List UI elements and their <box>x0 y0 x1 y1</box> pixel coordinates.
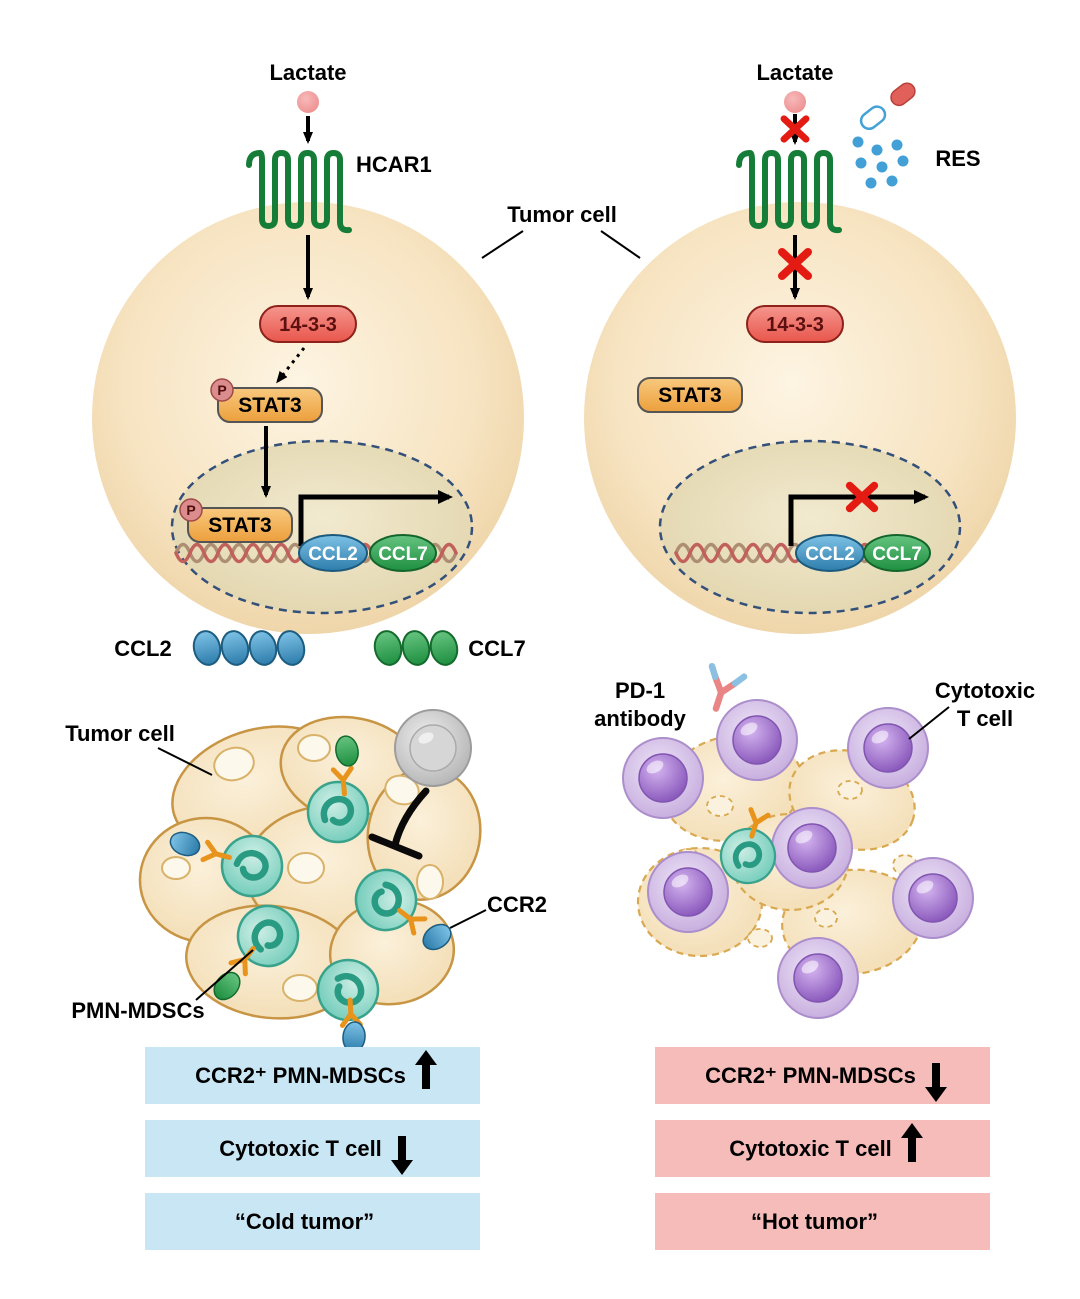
pointer-line <box>600 230 641 259</box>
ccl2-gene-label-right: CCL2 <box>805 544 855 565</box>
lactate-label-left: Lactate <box>269 60 346 85</box>
nucleus-right <box>658 439 962 615</box>
ccr2-label: CCR2 <box>487 892 547 917</box>
trend-arrow <box>421 1062 430 1089</box>
cytotoxic-t-cell <box>847 707 929 789</box>
summary-box-hot-row2: Cytotoxic T cell <box>655 1120 990 1177</box>
pointer-line <box>449 909 487 929</box>
summary-label: Cytotoxic T cell <box>219 1135 382 1161</box>
res-label: RES <box>935 146 980 171</box>
adapter-label-right: 14-3-3 <box>766 314 824 336</box>
pd1-antibody-label-line2: antibody <box>594 706 686 731</box>
stat3-pill-cytoplasm <box>217 387 323 423</box>
secreted-ccl2-molecules <box>192 630 306 666</box>
ccl7-gene-label-right: CCL7 <box>872 544 922 565</box>
hcar1-label: HCAR1 <box>356 152 432 177</box>
transcription-arrow-right <box>788 490 929 546</box>
ccl2-gene-label-left: CCL2 <box>308 544 358 565</box>
adapter-label-left: 14-3-3 <box>279 314 337 336</box>
pd1-antibody-label-line1: PD-1 <box>615 678 665 703</box>
pmn-mdsc-cell <box>308 782 368 842</box>
pmn-mdscs-label: PMN-MDSCs <box>71 998 204 1023</box>
phospho-label: P <box>217 382 226 398</box>
lactate-molecule-icon <box>297 91 319 113</box>
adapter-14-3-3-pill-right <box>746 305 844 343</box>
summary-box-cold-row2: Cytotoxic T cell <box>145 1120 480 1177</box>
cytotoxic-t-cell <box>892 857 974 939</box>
stat3-pill-inactive <box>637 377 743 413</box>
tumor-cell-top-label: Tumor cell <box>507 202 617 227</box>
summary-label: “Hot tumor” <box>750 1208 879 1234</box>
stat3-label-inactive: STAT3 <box>658 384 721 407</box>
summary-label: CCR2⁺ PMN-MDSCs <box>705 1062 916 1088</box>
phospho-icon <box>179 498 203 522</box>
ccl7-secreted-label: CCL7 <box>468 636 525 661</box>
cytotoxic-t-cell <box>777 937 859 1019</box>
summary-label: CCR2⁺ PMN-MDSCs <box>195 1062 406 1088</box>
cytotoxic-t-cell-label-line1: Cytotoxic <box>935 678 1035 703</box>
pointer-line <box>195 949 254 1001</box>
tumor-cell-vacuoles <box>161 734 444 1002</box>
summary-box-hot-row3: “Hot tumor” <box>655 1193 990 1250</box>
ccl2-secreted-label: CCL2 <box>114 636 171 661</box>
blocked-t-cell-icon <box>394 709 472 787</box>
cytotoxic-t-cell <box>771 807 853 889</box>
res-granules-icon <box>852 136 909 189</box>
summary-box-cold-row3: “Cold tumor” <box>145 1193 480 1250</box>
pointer-line <box>157 747 213 776</box>
phospho-label: P <box>186 502 195 518</box>
trend-arrow <box>397 1135 406 1162</box>
tumor-cell-bottom-label: Tumor cell <box>65 721 175 746</box>
stat3-label-cytoplasm: STAT3 <box>238 394 301 417</box>
inhibition-t-bar-icon <box>368 787 430 860</box>
cytotoxic-t-cell-label-line2: T cell <box>957 706 1013 731</box>
cytotoxic-t-cell <box>716 699 798 781</box>
res-capsule-icon <box>859 82 916 131</box>
ccl2-gene-left <box>298 534 368 572</box>
stat3-pill-nuclear <box>187 507 293 543</box>
summary-box-cold-row1: CCR2⁺ PMN-MDSCs <box>145 1047 480 1104</box>
pointer-line <box>481 230 524 259</box>
summary-label: “Cold tumor” <box>234 1208 375 1234</box>
ccl7-gene-left <box>369 534 437 572</box>
transcription-arrow-left <box>298 490 453 546</box>
trend-arrow <box>907 1135 916 1162</box>
lactate-label-right: Lactate <box>756 60 833 85</box>
stat3-label-nuclear: STAT3 <box>208 514 271 537</box>
tumor-cell-right <box>584 202 1016 634</box>
lactate-molecule-icon <box>784 91 806 113</box>
ccl7-gene-label-left: CCL7 <box>378 544 428 565</box>
cytotoxic-t-cell <box>647 851 729 933</box>
summary-label: Cytotoxic T cell <box>729 1135 892 1161</box>
trend-arrow <box>931 1062 940 1089</box>
hot-tumor-cluster <box>622 666 974 1019</box>
phospho-icon <box>210 378 234 402</box>
secreted-ccl7-molecules <box>373 630 459 666</box>
pointer-line <box>908 706 950 740</box>
cytotoxic-t-cell <box>622 737 704 819</box>
adapter-14-3-3-pill-left <box>259 305 357 343</box>
summary-box-hot-row1: CCR2⁺ PMN-MDSCs <box>655 1047 990 1104</box>
cold-tumor-cluster <box>138 709 482 1054</box>
ccl7-gene-right <box>863 534 931 572</box>
